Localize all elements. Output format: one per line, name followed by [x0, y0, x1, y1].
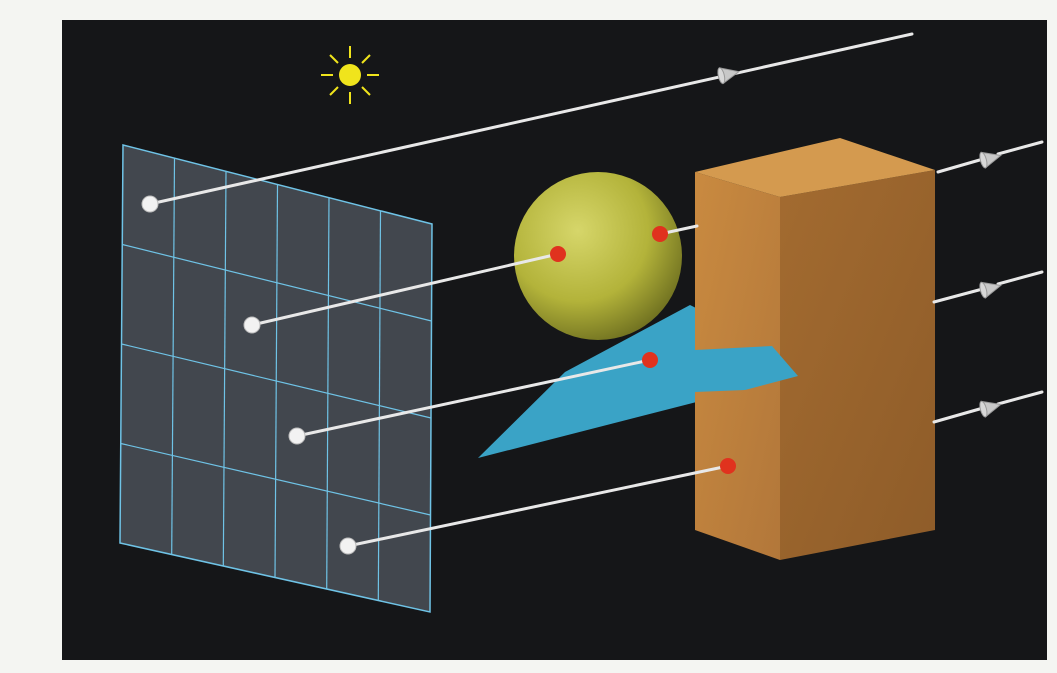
sphere-object	[514, 172, 682, 340]
pixel-point-1	[142, 196, 158, 212]
hit-point-sphere-side	[652, 226, 668, 242]
image-plane	[120, 145, 432, 612]
pixel-point-4	[340, 538, 356, 554]
hit-point-box	[720, 458, 736, 474]
hit-point-triangle	[642, 352, 658, 368]
pixel-point-2	[244, 317, 260, 333]
pixel-point-3	[289, 428, 305, 444]
hit-point-sphere-front	[550, 246, 566, 262]
